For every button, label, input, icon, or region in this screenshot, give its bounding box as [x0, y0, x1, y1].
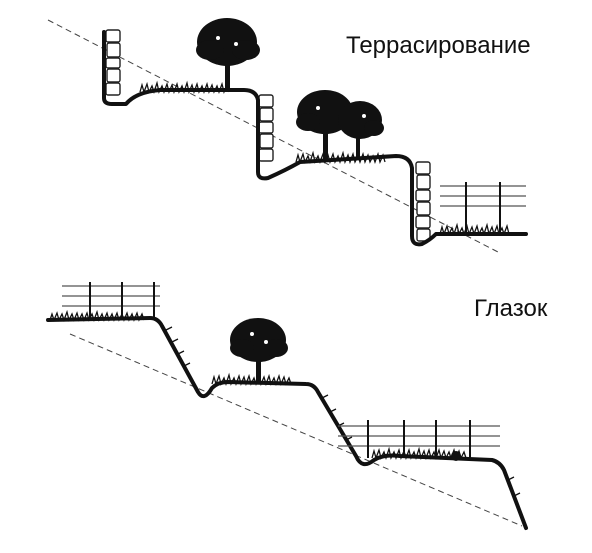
label-eyelet: Глазок — [474, 295, 548, 322]
tree-eyelet — [230, 318, 288, 384]
terracing-scene — [47, 18, 528, 253]
vine-trellis-lower — [338, 420, 500, 458]
retaining-wall-2 — [258, 94, 274, 162]
grass-slope-edges — [165, 326, 521, 497]
grass-middle-shelf — [211, 372, 292, 387]
grass-lower-shelf — [371, 446, 467, 461]
vine-trellis-top — [440, 182, 526, 232]
natural-slope-line-bottom — [69, 333, 523, 527]
grass-terrace-1 — [139, 80, 230, 95]
vine-trellis-upper — [62, 282, 160, 318]
label-terracing: Террасирование — [346, 32, 531, 59]
grass-upper-shelf — [49, 309, 145, 322]
retaining-wall-3 — [415, 161, 431, 242]
retaining-wall-1 — [105, 29, 121, 96]
terrace-ground-profile — [102, 30, 528, 247]
tree-terrace-1 — [196, 18, 260, 90]
shrub-lower — [451, 451, 461, 461]
tree-terrace-2b — [338, 101, 384, 160]
grass-terrace-2 — [295, 150, 386, 165]
grass-terrace-3 — [439, 222, 510, 237]
eyelet-scene — [46, 282, 528, 530]
